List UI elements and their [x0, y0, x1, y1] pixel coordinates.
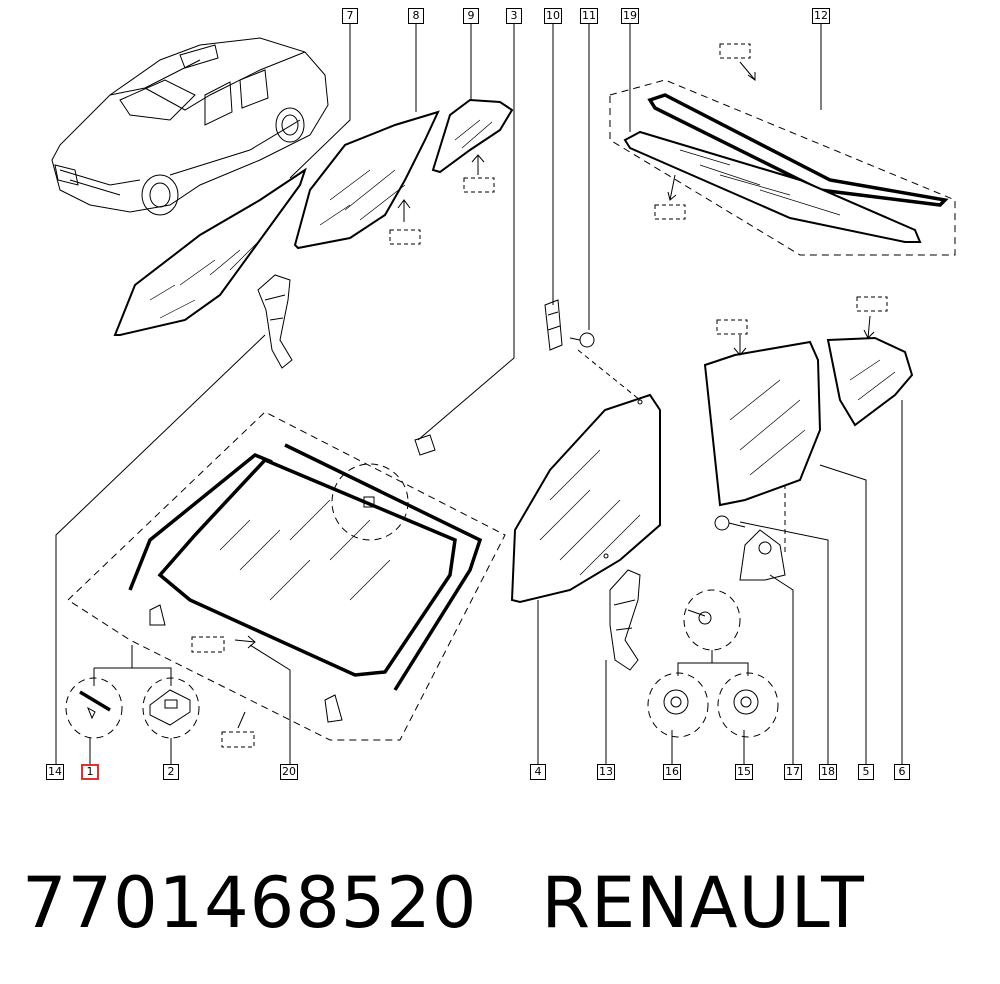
callout-4: 4 [530, 764, 546, 780]
screw-details [647, 589, 779, 738]
brand-name: RENAULT [541, 862, 865, 944]
callout-12: 12 [812, 8, 830, 24]
callout-16: 16 [663, 764, 681, 780]
part-7-glass [113, 167, 307, 336]
callout-13: 13 [597, 764, 615, 780]
callout-11: 11 [580, 8, 598, 24]
part-5-glass [703, 319, 822, 507]
callout-8: 8 [408, 8, 424, 24]
callout-18: 18 [819, 764, 837, 780]
part-1-2-details [65, 677, 200, 739]
callout-5: 5 [858, 764, 874, 780]
car-illustration [51, 37, 329, 216]
callout-2: 2 [163, 764, 179, 780]
footer-caption: 7701468520 RENAULT [22, 858, 865, 948]
part-9-glass [431, 98, 514, 193]
callout-7: 7 [342, 8, 358, 24]
parts-diagram [51, 24, 956, 764]
part-6-glass [826, 296, 914, 427]
leader-lines [55, 24, 903, 764]
part-number: 7701468520 [22, 862, 478, 944]
part-8-glass [293, 110, 440, 250]
callout-20: 20 [280, 764, 298, 780]
part-10-11-clips [544, 299, 595, 351]
callout-9: 9 [463, 8, 479, 24]
callout-17: 17 [784, 764, 802, 780]
callout-14: 14 [46, 764, 64, 780]
part-4-glass [510, 393, 661, 604]
callout-6: 6 [894, 764, 910, 780]
part-17-18-hardware [714, 515, 786, 581]
callout-10: 10 [544, 8, 562, 24]
windshield-group [67, 411, 506, 748]
callout-3: 3 [506, 8, 522, 24]
callout-1-highlighted[interactable]: 1 [81, 764, 99, 780]
callout-19: 19 [621, 8, 639, 24]
callout-15: 15 [735, 764, 753, 780]
part-14-bracket [257, 274, 293, 369]
rear-windshield-group [609, 43, 956, 256]
part-13-regulator [609, 569, 641, 671]
